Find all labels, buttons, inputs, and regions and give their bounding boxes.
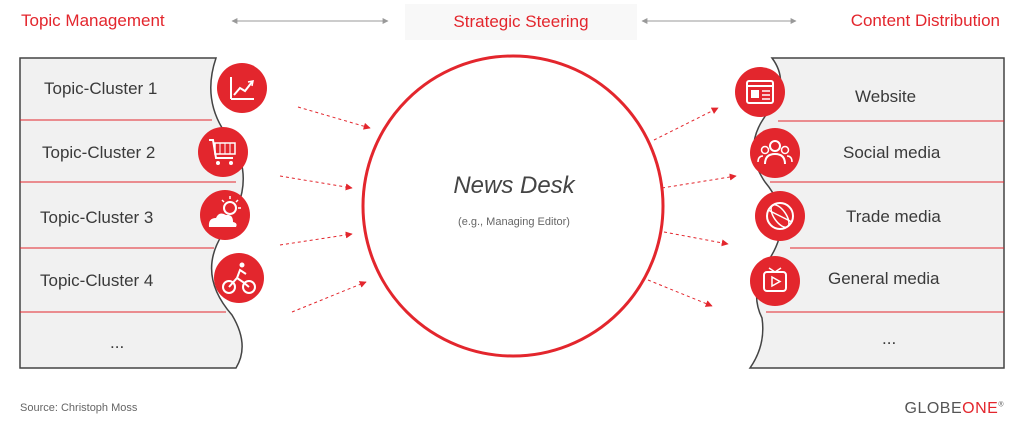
channel-label: Social media [843, 143, 941, 162]
people-group-icon [750, 128, 800, 178]
incoming-arrow [279, 231, 353, 246]
outgoing-arrow [663, 231, 729, 247]
topic-cluster-label: Topic-Cluster 3 [40, 208, 154, 227]
news-desk-title: News Desk [453, 172, 575, 199]
strategic-steering-heading: Strategic Steering [405, 4, 637, 40]
logo-registered-mark: ® [998, 401, 1004, 409]
logo-main: GLOBE [904, 400, 963, 417]
channel-label: Website [855, 87, 917, 106]
channel-more: ... [882, 329, 897, 348]
outgoing-arrow [661, 173, 737, 189]
topic-cluster-more: ... [110, 333, 125, 352]
shopping-cart-icon [198, 127, 248, 177]
outgoing-arrow [653, 107, 719, 141]
content-distribution-heading: Content Distribution [850, 11, 1000, 30]
logo-accent: ONE [962, 400, 999, 417]
browser-window-icon [735, 67, 785, 117]
incoming-arrow [279, 175, 353, 191]
incoming-arrow [297, 106, 371, 130]
topic-cluster-label: Topic-Cluster 4 [40, 271, 154, 290]
globe-icon [755, 191, 805, 241]
incoming-arrow [291, 281, 367, 313]
outgoing-arrow [647, 279, 713, 307]
topic-cluster-label: Topic-Cluster 2 [42, 143, 156, 162]
topic-cluster-label: Topic-Cluster 1 [44, 79, 158, 98]
sun-cloud-icon [200, 190, 250, 240]
globeone-logo: GLOBEONE® [905, 400, 1004, 418]
channel-label: Trade media [846, 207, 941, 226]
tv-play-icon [750, 256, 800, 306]
news-desk-subtitle: (e.g., Managing Editor) [458, 216, 570, 228]
line-chart-icon [217, 63, 267, 113]
source-caption: Source: Christoph Moss [20, 402, 138, 414]
channel-label: General media [828, 269, 940, 288]
news-desk-circle [361, 54, 665, 358]
topic-management-heading: Topic Management [21, 11, 165, 30]
cyclist-icon [214, 253, 264, 303]
